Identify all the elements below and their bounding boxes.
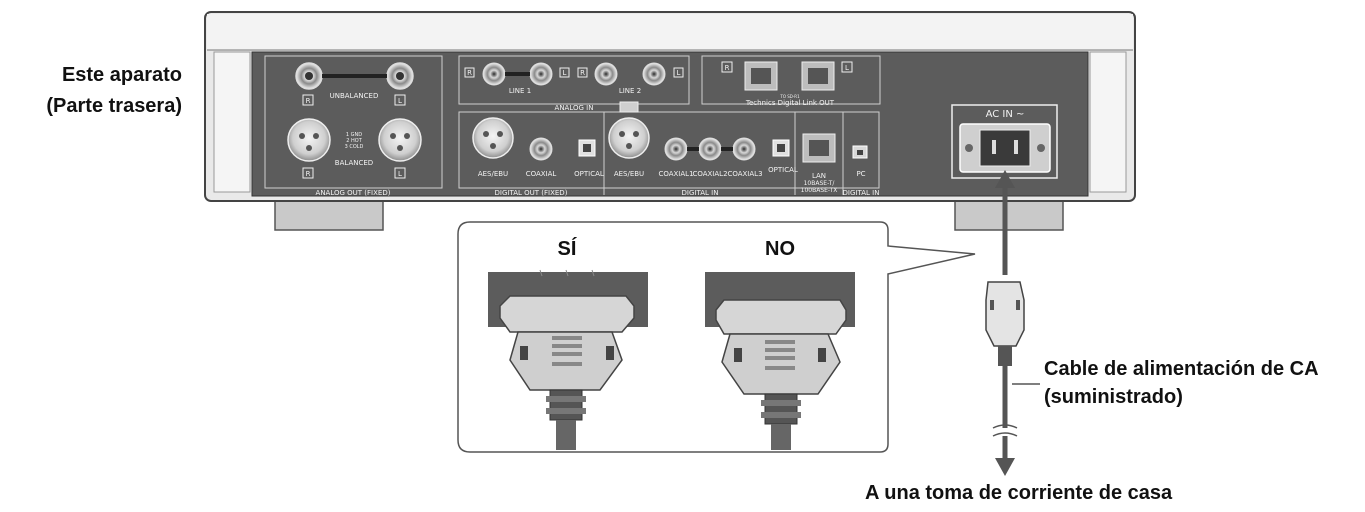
svg-text:PC: PC [856, 170, 865, 178]
label-analog-in: ANALOG IN [555, 104, 594, 112]
side-left [213, 51, 251, 193]
svg-text:R: R [725, 64, 730, 72]
label-technics-link: Technics Digital Link OUT [745, 99, 835, 107]
svg-text:1 GND: 1 GND [346, 132, 362, 138]
plug-correct [488, 269, 648, 450]
cable-label-line1: Cable de alimentación de CA [1044, 358, 1319, 380]
label-ac-in: AC IN ~ [986, 109, 1025, 120]
device-label-line1: Este aparato [61, 64, 182, 86]
svg-text:COAXIAL: COAXIAL [526, 170, 557, 178]
svg-text:LAN: LAN [812, 172, 826, 180]
device-label-line2: (Parte trasera) [46, 95, 182, 117]
svg-text:R: R [467, 69, 472, 77]
svg-text:R: R [306, 170, 311, 178]
svg-text:COAXIAL1: COAXIAL1 [658, 170, 693, 178]
side-right [1089, 51, 1127, 193]
jack-line1-r[interactable] [482, 62, 506, 86]
svg-text:L: L [677, 69, 681, 77]
svg-text:100BASE-TX: 100BASE-TX [801, 187, 838, 194]
svg-text:OPTICAL: OPTICAL [768, 166, 798, 174]
power-cord [985, 170, 1040, 476]
svg-text:COAXIAL2: COAXIAL2 [692, 170, 727, 178]
svg-text:TO SD-R1: TO SD-R1 [779, 94, 800, 99]
cable-label-line2: (suministrado) [1044, 386, 1183, 408]
svg-text:R: R [580, 69, 585, 77]
outlet-label: A una toma de corriente de casa [865, 482, 1173, 504]
jack-coaxial1[interactable] [664, 137, 688, 161]
xlr-aes-ebu-out[interactable] [472, 117, 514, 159]
svg-text:OPTICAL: OPTICAL [574, 170, 604, 178]
label-balanced: BALANCED [335, 159, 373, 167]
svg-text:3 COLD: 3 COLD [345, 144, 364, 150]
jack-coaxial2[interactable] [698, 137, 722, 161]
label-digital-in: DIGITAL IN [682, 189, 719, 197]
jack-line2-r[interactable] [594, 62, 618, 86]
svg-text:L: L [398, 97, 402, 105]
svg-text:LINE 2: LINE 2 [619, 87, 641, 95]
foot-left [274, 199, 384, 231]
label-digital-in-pc: DIGITAL IN [843, 189, 880, 197]
jack-coaxial3[interactable] [732, 137, 756, 161]
svg-text:AES/EBU: AES/EBU [614, 170, 644, 178]
foot-right [954, 199, 1064, 231]
label-yes: SÍ [558, 237, 577, 260]
xlr-balanced-l[interactable] [378, 118, 422, 162]
top-cover [207, 14, 1133, 50]
svg-text:L: L [563, 69, 567, 77]
xlr-balanced-r[interactable] [287, 118, 331, 162]
label-analog-out: ANALOG OUT (FIXED) [316, 189, 391, 197]
label-digital-out: DIGITAL OUT (FIXED) [495, 189, 568, 197]
label-unbalanced: UNBALANCED [330, 92, 379, 100]
svg-text:L: L [845, 64, 849, 72]
plug-incorrect [705, 272, 855, 450]
svg-text:LINE 1: LINE 1 [509, 87, 531, 95]
svg-text:AES/EBU: AES/EBU [478, 170, 508, 178]
jack-coaxial-out[interactable] [529, 137, 553, 161]
jack-line2-l[interactable] [642, 62, 666, 86]
svg-text:2 HOT: 2 HOT [346, 138, 362, 144]
label-no: NO [765, 238, 795, 260]
svg-text:COAXIAL3: COAXIAL3 [727, 170, 762, 178]
jack-line1-l[interactable] [529, 62, 553, 86]
svg-text:R: R [306, 97, 311, 105]
svg-text:L: L [398, 170, 402, 178]
svg-text:10BASE-T/: 10BASE-T/ [804, 180, 836, 187]
xlr-aes-ebu-in[interactable] [608, 117, 650, 159]
